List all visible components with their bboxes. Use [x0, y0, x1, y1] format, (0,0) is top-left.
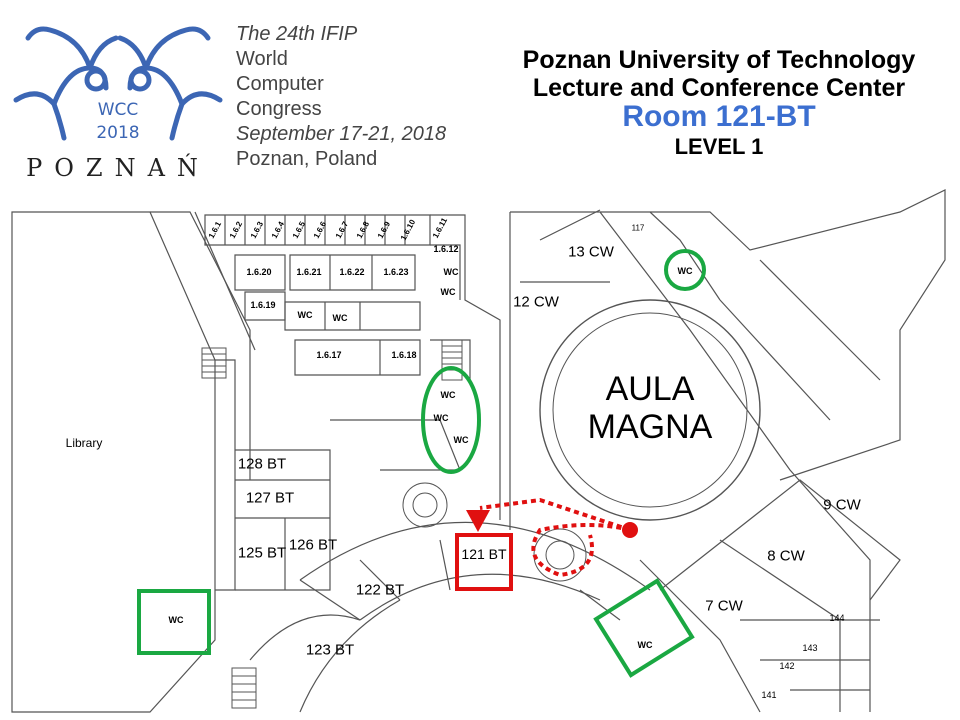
aula-magna-inner — [552, 312, 748, 508]
aula-magna-outline — [539, 299, 761, 521]
event-edition: The 24th IFIP — [236, 23, 358, 45]
room-1-6-17: 1.6.17 — [316, 350, 342, 360]
target-room-highlight — [455, 533, 513, 591]
room-127-bt: 127 BT — [245, 489, 295, 507]
room-8-cw: 8 CW — [767, 547, 805, 565]
wc-label: WC — [677, 266, 693, 276]
room-1-6-18: 1.6.18 — [391, 350, 417, 360]
room-126-bt: 126 BT — [288, 536, 338, 554]
room-144: 144 — [829, 613, 845, 623]
map-title-block: Poznan University of Technology Lecture … — [480, 46, 958, 160]
room-12-cw: 12 CW — [513, 293, 559, 311]
wc-highlights — [137, 249, 706, 678]
room-121-bt: 121 BT — [461, 546, 507, 562]
wc-label: WC — [297, 310, 313, 320]
room-142: 142 — [779, 661, 795, 671]
wc-label: WC — [453, 435, 469, 445]
wcc-logo-mark — [13, 26, 223, 141]
room-7-cw: 7 CW — [705, 597, 743, 615]
room-1-6-23: 1.6.23 — [383, 267, 409, 277]
wc-label: WC — [332, 313, 348, 323]
room-title: Room 121-BT — [622, 100, 816, 133]
logo-year-text: 2018 — [96, 123, 140, 143]
event-place: Poznan, Poland — [236, 148, 378, 170]
route-arrow-icon — [466, 510, 490, 532]
logo-city-text: POZNAŃ — [26, 154, 210, 182]
event-name-line3: Congress — [236, 98, 322, 120]
room-1-6-19: 1.6.19 — [250, 300, 276, 310]
wc-label: WC — [440, 287, 456, 297]
aula-magna-line2: MAGNA — [587, 408, 713, 446]
aula-magna-line1: AULA — [605, 370, 695, 408]
room-117: 117 — [631, 223, 645, 233]
room-143: 143 — [802, 643, 818, 653]
room-1-6-12: 1.6.12 — [433, 244, 459, 254]
wc-label: WC — [168, 615, 184, 625]
room-13-cw: 13 CW — [568, 243, 614, 261]
start-point-icon — [622, 522, 638, 538]
event-name-line1: World — [236, 48, 288, 70]
room-122-bt: 122 BT — [355, 581, 405, 599]
room-125-bt: 125 BT — [237, 544, 287, 562]
room-1-6-20: 1.6.20 — [246, 267, 272, 277]
room-9-cw: 9 CW — [823, 496, 861, 514]
event-name-line2: Computer — [236, 73, 324, 95]
room-123-bt: 123 BT — [305, 641, 355, 659]
event-info: The 24th IFIP World Computer Congress Se… — [236, 22, 476, 172]
library-label: Library — [65, 436, 103, 450]
wc-label: WC — [433, 413, 449, 423]
route-path — [479, 497, 631, 578]
wc-label: WC — [440, 390, 456, 400]
event-dates: September 17-21, 2018 — [236, 123, 447, 145]
wc-label: WC — [637, 640, 653, 650]
logo-wcc-text: WCC — [97, 100, 139, 120]
room-128-bt: 128 BT — [237, 455, 287, 473]
aula-magna-label: AULA MAGNA — [588, 370, 713, 446]
room-1-6-21: 1.6.21 — [296, 267, 322, 277]
floor-plan-drawing — [11, 189, 946, 713]
level-title: LEVEL 1 — [674, 134, 764, 159]
stairs-icon — [201, 339, 587, 709]
room-1-6-22: 1.6.22 — [339, 267, 365, 277]
university-name: Poznan University of Technology — [522, 46, 916, 74]
wcc-logo: WCC 2018 POZNAŃ — [8, 8, 228, 182]
center-name: Lecture and Conference Center — [532, 74, 906, 102]
wc-label: WC — [443, 267, 459, 277]
room-141: 141 — [761, 690, 777, 700]
floor-plan: 1.6.1 1.6.2 1.6.3 1.6.4 1.6.5 1.6.6 1.6.… — [0, 180, 960, 720]
